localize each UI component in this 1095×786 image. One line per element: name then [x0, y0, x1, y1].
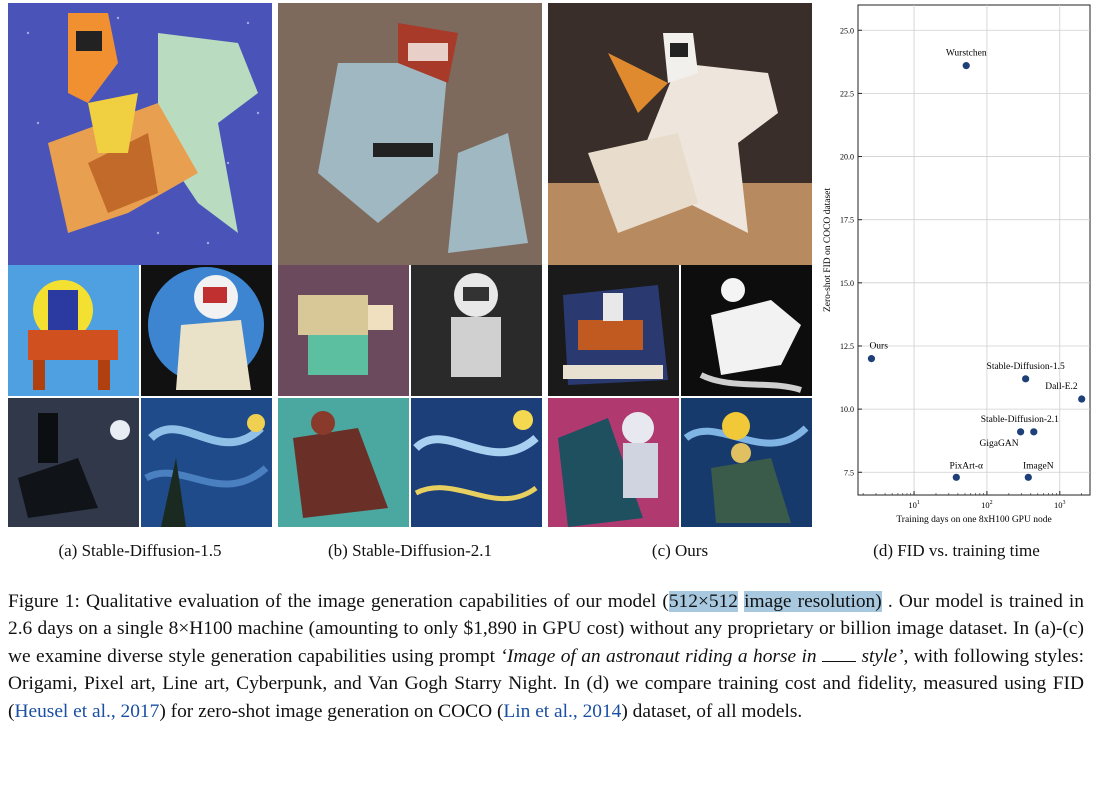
data-point-label: GigaGAN [980, 439, 1019, 449]
data-point [1078, 395, 1086, 403]
y-axis-label: Zero-shot FID on COCO dataset [823, 188, 833, 312]
data-point-label: Stable-Diffusion-1.5 [987, 361, 1065, 372]
image-b-line-art [411, 265, 542, 396]
panel-c-label: (c) Ours [651, 541, 709, 560]
panel-b-images [278, 3, 542, 527]
image-c-pixel-art [548, 265, 679, 396]
figure-caption: Figure 1: Qualitative evaluation of the … [8, 591, 1085, 722]
data-point-label: Wurstchen [946, 49, 987, 59]
fid-vs-training-time-chart: 7.5 10.0 12.5 15.0 17.5 20.0 22.5 25.0 101 102 103… [823, 4, 1091, 525]
image-b-pixel-art [278, 265, 409, 396]
data-point [1017, 428, 1025, 436]
data-point-label: ImageN [1023, 461, 1054, 471]
image-c-starry-night [681, 398, 812, 527]
plot-frame [857, 4, 1091, 496]
image-a-origami [8, 3, 272, 265]
figure-number: Figure 1: [8, 591, 80, 612]
image-a-pixel-art [8, 265, 139, 396]
x-tick-label: 102 [981, 500, 993, 510]
chart-grid [858, 5, 1090, 495]
x-tick-label: 103 [1054, 500, 1066, 510]
y-tick-label: 25.0 [840, 26, 854, 35]
panel-d-label: (d) FID vs. training time [873, 541, 1040, 560]
y-tick-label: 17.5 [840, 216, 854, 225]
x-axis-label: Training days on one 8xH100 GPU node [896, 515, 1051, 525]
highlight-resolution: 512×512 [668, 591, 738, 612]
y-tick-label: 10.0 [840, 405, 854, 414]
y-tick-label: 15.0 [840, 279, 854, 288]
image-c-origami [548, 3, 812, 265]
data-point [962, 62, 970, 70]
image-c-cyberpunk [548, 398, 679, 527]
chart-points: WurstchenOursStable-Diffusion-1.5Dall-E.… [867, 49, 1086, 481]
y-tick-label: 20.0 [840, 153, 854, 162]
image-b-origami [278, 3, 542, 265]
data-point [1030, 428, 1038, 436]
panel-b-label: (b) Stable-Diffusion-2.1 [328, 541, 492, 560]
panel-a-images [8, 3, 272, 527]
image-c-line-art [681, 265, 812, 396]
chart-ticks: 7.5 10.0 12.5 15.0 17.5 20.0 22.5 25.0 101 102 103 [840, 26, 1082, 510]
data-point-label: PixArt-α [950, 461, 984, 471]
x-tick-label: 101 [908, 500, 920, 510]
data-point-label: Dall-E.2 [1045, 382, 1078, 392]
citation-heusel[interactable]: Heusel et al., 2017 [14, 700, 160, 722]
data-point [867, 355, 876, 363]
prompt-text: ‘Image of an astronaut riding a horse in [500, 645, 817, 667]
data-point [1024, 473, 1032, 481]
image-a-starry-night [141, 398, 272, 527]
prompt-blank [822, 647, 857, 662]
data-point-label: Stable-Diffusion-2.1 [981, 414, 1059, 425]
image-b-cyberpunk [278, 398, 409, 527]
citation-lin[interactable]: Lin et al., 2014 [503, 700, 622, 722]
image-a-line-art [141, 265, 272, 396]
data-point [952, 473, 960, 481]
image-a-cyberpunk [8, 398, 139, 527]
image-b-starry-night [411, 398, 542, 527]
panel-a-label: (a) Stable-Diffusion-1.5 [58, 541, 222, 560]
y-tick-label: 12.5 [840, 342, 854, 351]
data-point-label: Ours [869, 342, 888, 352]
highlight-resolution-text: image resolution) [744, 591, 882, 612]
y-tick-label: 22.5 [840, 89, 854, 98]
y-tick-label: 7.5 [844, 468, 854, 477]
data-point [1022, 375, 1030, 383]
panel-c-images [548, 3, 812, 527]
